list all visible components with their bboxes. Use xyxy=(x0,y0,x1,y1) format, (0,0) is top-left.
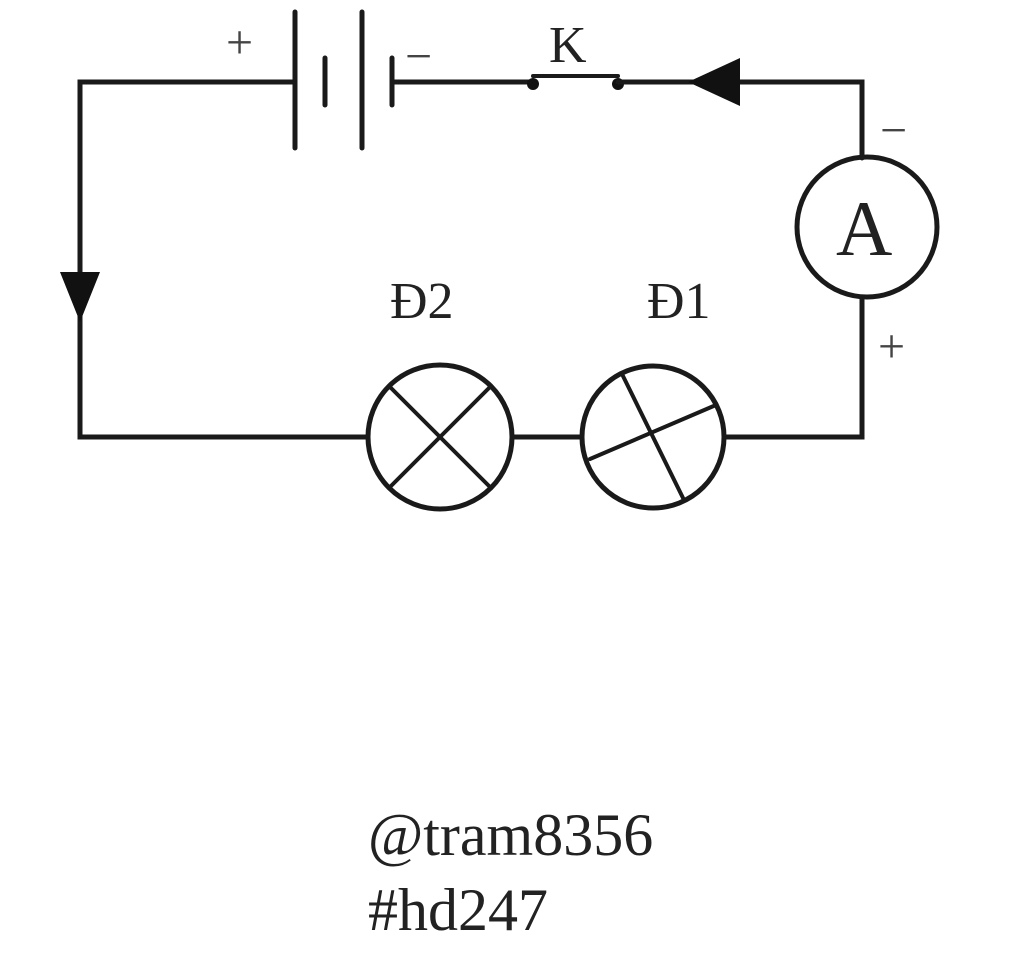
current-arrow-top xyxy=(688,58,740,106)
wire-right xyxy=(721,294,865,440)
switch-k xyxy=(527,74,624,90)
caption-hashtag: #hd247 xyxy=(368,877,548,943)
ammeter-label: A xyxy=(836,185,892,272)
lamp-d2-label: Đ2 xyxy=(390,273,454,330)
wire-left xyxy=(77,79,371,440)
battery xyxy=(292,9,395,151)
switch-label: K xyxy=(549,17,587,74)
lamp-d1-label: Đ1 xyxy=(647,273,711,330)
current-arrow-left xyxy=(60,272,100,322)
lamp-d2 xyxy=(365,362,515,512)
ammeter-plus-sign: + xyxy=(878,320,905,373)
lamp-d1 xyxy=(579,363,727,511)
ammeter xyxy=(794,154,940,300)
ammeter-minus-sign: − xyxy=(880,104,907,157)
battery-minus-sign: − xyxy=(405,30,432,83)
caption-username: @tram8356 xyxy=(368,802,654,868)
battery-plus-sign: + xyxy=(226,16,253,69)
